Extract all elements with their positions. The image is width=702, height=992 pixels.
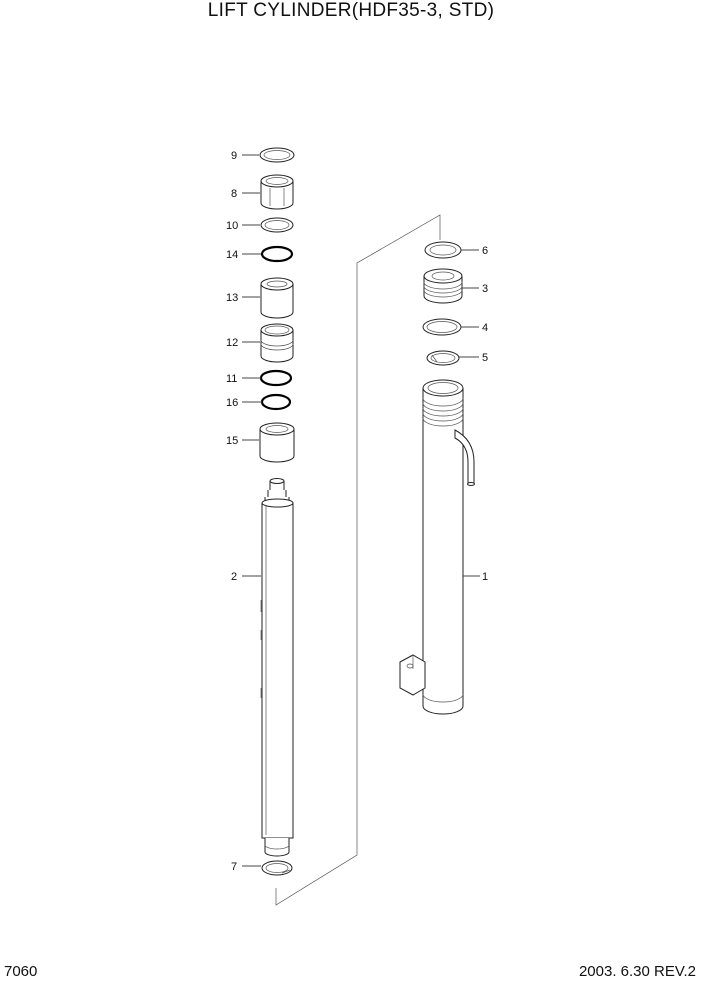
page-title: LIFT CYLINDER(HDF35-3, STD): [207, 0, 495, 21]
callout-16: 16: [226, 397, 238, 409]
callout-8: 8: [231, 188, 237, 200]
part-12-piston-ring-assembly: [242, 323, 294, 363]
part-9-wiper-ring: [242, 147, 295, 163]
part-16-o-ring: [242, 393, 292, 411]
callout-14: 14: [226, 249, 238, 261]
callout-3: 3: [482, 283, 488, 295]
callout-2: 2: [231, 571, 237, 583]
part-2-piston-rod: [242, 478, 294, 857]
page-number: 7060: [4, 963, 38, 980]
part-14-o-ring: [242, 245, 294, 263]
callout-13: 13: [226, 292, 238, 304]
callout-1: 1: [482, 571, 488, 583]
part-3-gland: [423, 268, 479, 304]
callout-10: 10: [226, 220, 238, 232]
part-15-stop-bushing: [242, 422, 295, 463]
assembly-guide-line: [275, 214, 441, 906]
part-10-ring: [242, 217, 294, 233]
callout-7: 7: [231, 861, 237, 873]
part-8-bushing: [242, 174, 294, 210]
callout-4: 4: [482, 322, 488, 334]
callout-15: 15: [226, 435, 238, 447]
part-11-o-ring: [242, 369, 293, 387]
revision-date: 2003. 6.30 REV.2: [578, 963, 696, 980]
callout-5: 5: [482, 352, 488, 364]
part-6-wiper-ring: [424, 241, 479, 259]
callout-12: 12: [226, 337, 238, 349]
callout-9: 9: [231, 150, 237, 162]
part-5-snap-ring: [426, 350, 479, 366]
part-7-snap-ring: [242, 860, 293, 876]
part-13-piston: [242, 277, 294, 319]
callout-6: 6: [482, 245, 488, 257]
part-1-cylinder-tube: [399, 379, 480, 715]
callout-11: 11: [226, 373, 237, 385]
part-4-backup-ring: [422, 318, 479, 336]
